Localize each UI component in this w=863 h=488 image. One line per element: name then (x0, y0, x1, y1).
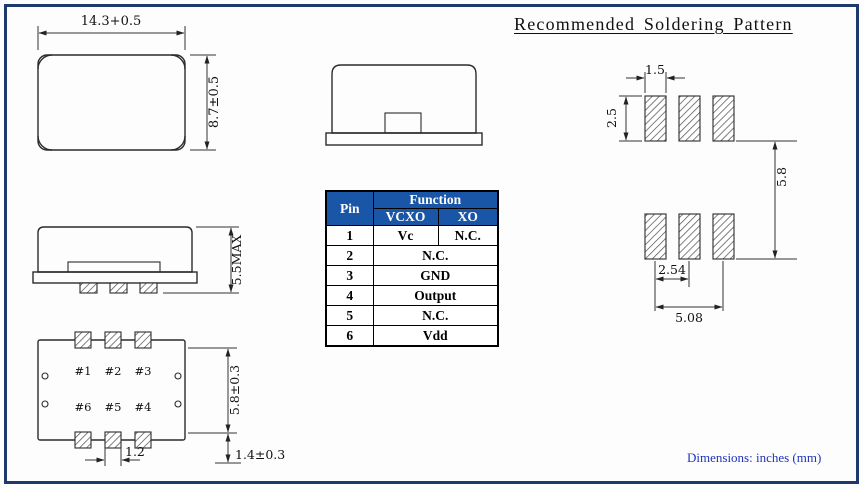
base-notch (384, 112, 422, 134)
index-hole (41, 372, 49, 380)
pin-function: Output (372, 285, 499, 306)
table-row: 4 Output (325, 285, 499, 306)
corner-castellation (170, 54, 186, 70)
package-front-view-drawing (325, 64, 483, 146)
castellation-pad-2 (104, 331, 122, 349)
corner-castellation (37, 54, 53, 70)
corner-castellation (37, 135, 53, 151)
land-height-dimension-label: 2.5 (604, 108, 619, 128)
pad-number-label: #4 (135, 400, 152, 414)
height-dimension-label: 8.7±0.5 (207, 76, 222, 128)
index-hole (174, 400, 182, 408)
pin-number: 1 (325, 225, 374, 246)
castellation-pad-3 (134, 331, 152, 349)
table-header-vcxo: VCXO (372, 208, 439, 226)
pad-length-dimension-label: 1.4±0.3 (235, 447, 285, 462)
table-row: 2 N.C. (325, 245, 499, 266)
castellation-pad-4 (134, 431, 152, 449)
pin-function: N.C. (372, 305, 499, 326)
pin-number: 2 (325, 245, 374, 266)
dimensions-unit-note: Dimensions: inches (mm) (687, 450, 822, 465)
land-span-dimension-label: 5.08 (675, 310, 703, 325)
castellation-pad-6 (74, 431, 92, 449)
index-hole (174, 372, 182, 380)
solder-land-pad (644, 213, 667, 260)
index-hole (41, 400, 49, 408)
package-base-flange (32, 271, 198, 284)
base-notch (67, 261, 161, 273)
pad-number-label: #2 (105, 364, 122, 378)
pin-function: Vdd (372, 325, 499, 347)
land-pitch-dimension-label: 2.54 (658, 262, 686, 277)
land-width-dimension-label: 1.5 (645, 62, 665, 77)
table-header-pin: Pin (325, 190, 374, 226)
pad-row-pitch-dimension-label: 5.8±0.3 (227, 365, 242, 415)
max-height-dimension-label: 5.5MAX (229, 235, 244, 286)
pad-number-label: #1 (75, 364, 92, 378)
package-top-view-drawing: 14.3+0.5 8.7±0.5 (37, 14, 222, 151)
package-outline (37, 339, 186, 441)
package-bottom-view-drawing: #1 #2 #3 #6 #5 #4 5.8±0.3 1.4±0.3 1.2 (37, 331, 285, 466)
package-outline (37, 54, 186, 151)
table-header-function: Function (372, 190, 499, 209)
pin-function-vcxo: Vc (372, 225, 439, 246)
castellation-pad-1 (74, 331, 92, 349)
solder-land-pad (644, 95, 667, 142)
table-row: 1 Vc N.C. (325, 225, 499, 246)
pad-number-label: #5 (105, 400, 122, 414)
soldering-pattern-drawing: 1.5 2.5 5.8 2.54 5.08 (604, 62, 797, 325)
pad-number-label: #6 (75, 400, 92, 414)
pin-number: 3 (325, 265, 374, 286)
table-row: 3 GND (325, 265, 499, 286)
solder-pad (109, 282, 128, 294)
corner-castellation (170, 135, 186, 151)
solder-land-pad (678, 95, 701, 142)
width-dimension-label: 14.3+0.5 (81, 14, 142, 29)
table-header-xo: XO (437, 208, 499, 226)
table-row: 5 N.C. (325, 305, 499, 326)
castellation-pad-5 (104, 431, 122, 449)
pin-number: 6 (325, 325, 374, 347)
solder-land-pad (712, 213, 735, 260)
table-row: 6 Vdd (325, 325, 499, 347)
pin-function-table: Pin Function VCXO XO 1 Vc N.C. 2 N.C. 3 … (325, 190, 500, 347)
package-side-view-drawing: 5.5MAX (32, 226, 244, 294)
pad-width-dimension-label: 1.2 (125, 444, 145, 459)
land-row-pitch-dimension-label: 5.8 (774, 167, 789, 187)
package-base-flange (325, 132, 483, 146)
solder-pad (79, 282, 98, 294)
solder-land-pad (712, 95, 735, 142)
solder-land-pad (678, 213, 701, 260)
pin-function: GND (372, 265, 499, 286)
soldering-pattern-title: Recommended Soldering Pattern (514, 14, 793, 34)
pin-function: N.C. (372, 245, 499, 266)
solder-pad (139, 282, 158, 294)
package-body (331, 64, 477, 134)
pin-number: 4 (325, 285, 374, 306)
package-body (37, 226, 193, 273)
pin-number: 5 (325, 305, 374, 326)
pad-number-label: #3 (135, 364, 152, 378)
pin-function-xo: N.C. (437, 225, 499, 246)
